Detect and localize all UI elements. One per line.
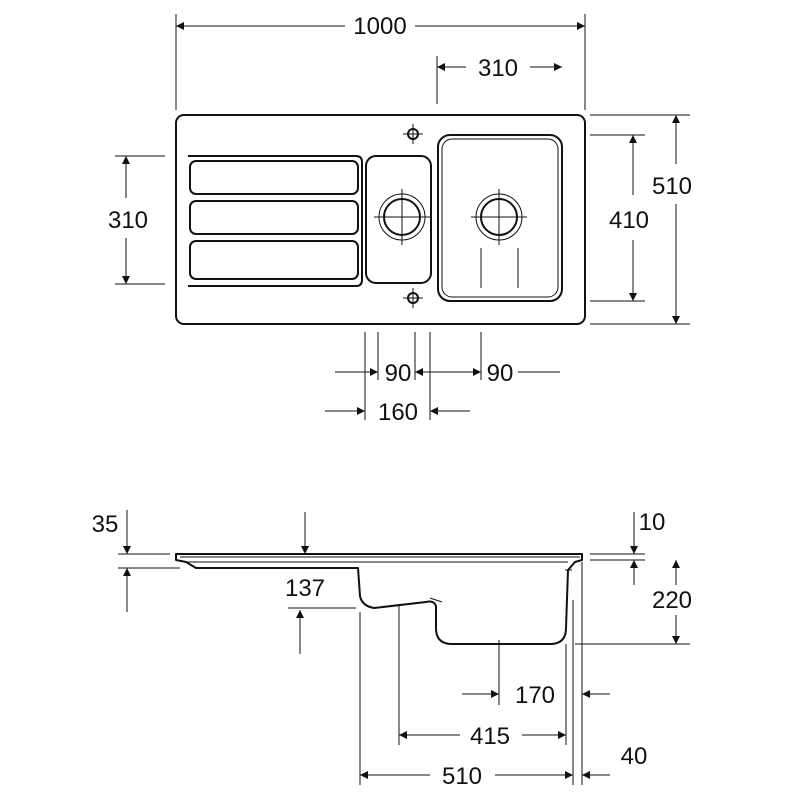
top-view: 1000 310 510 410 310 90 90: [108, 13, 692, 426]
dim-main-bowl-width: 310: [478, 55, 518, 82]
half-bowl-top: [365, 155, 432, 284]
dim-drainer-depth: 310: [108, 207, 148, 234]
dim-underside-width: 510: [442, 763, 482, 790]
dim-overall-depth: 510: [652, 173, 692, 200]
sink-outline-top: [175, 114, 586, 325]
dim-half-bowl-depth: 137: [285, 575, 325, 602]
dim-overall-width: 1000: [353, 13, 406, 40]
tap-hole-top: [403, 124, 423, 144]
tap-hole-bottom: [403, 288, 423, 308]
side-view: 35 137 10 220 170 415: [92, 509, 692, 790]
dim-waste-offset-half: 415: [470, 723, 510, 750]
dim-rim-step: 10: [639, 509, 666, 536]
dim-main-bowl-depth-side: 220: [652, 587, 692, 614]
dim-waste-spacing-right: 90: [487, 360, 514, 387]
dim-waste-offset-main: 170: [515, 682, 555, 709]
dim-rim-thickness: 35: [92, 511, 119, 538]
sink-profile-side: [175, 553, 583, 645]
dim-bowl-spacing: 160: [378, 399, 418, 426]
drainer-grooves: [188, 155, 363, 287]
dim-edge-offset: 40: [621, 743, 648, 770]
dim-main-bowl-depth: 410: [609, 207, 649, 234]
dim-waste-spacing-left: 90: [385, 360, 412, 387]
main-bowl-top: [437, 134, 563, 302]
